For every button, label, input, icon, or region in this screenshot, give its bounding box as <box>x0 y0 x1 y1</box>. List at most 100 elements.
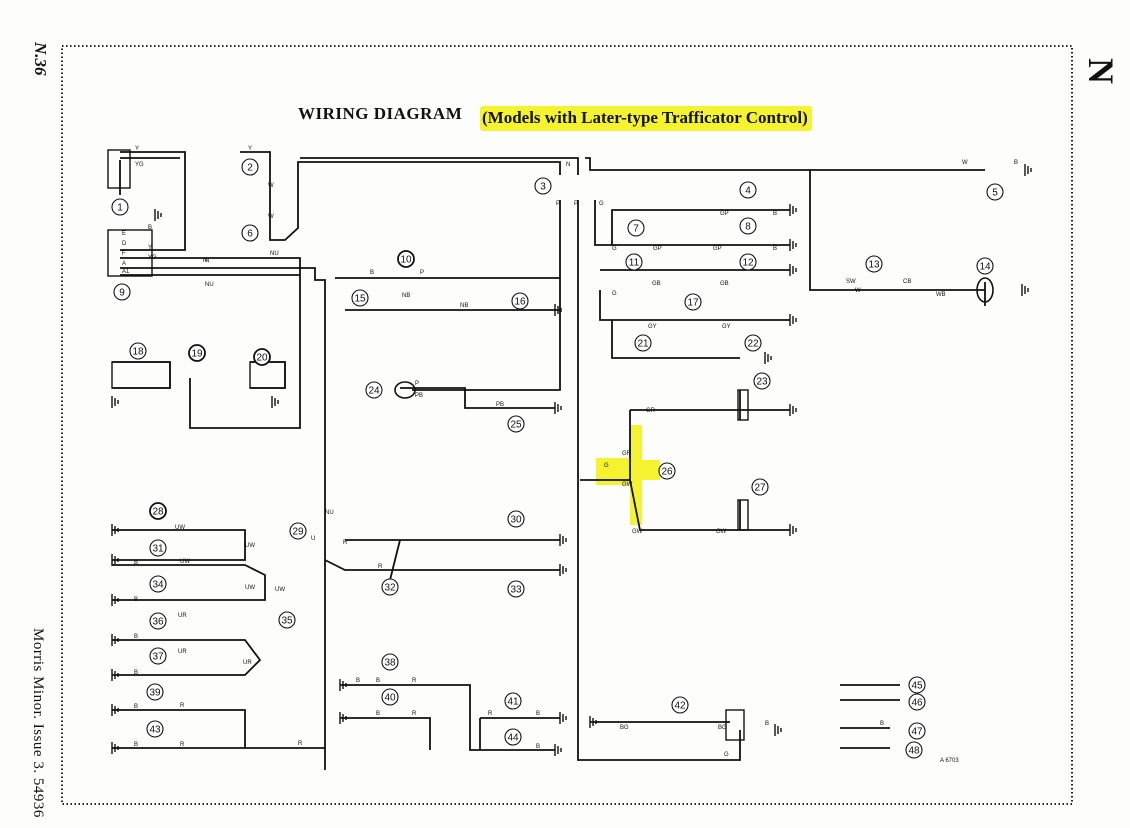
wire-colour-label: B <box>376 678 380 684</box>
wire-colour-label: GW <box>622 482 633 488</box>
wire-colour-label: UW <box>180 559 190 565</box>
wire-colour-label: GP <box>720 211 729 217</box>
trafficator-highlight <box>596 425 660 525</box>
component-3: 3 <box>534 177 552 195</box>
svg-text:27: 27 <box>754 483 766 494</box>
wire-colour-label: B <box>134 742 138 748</box>
wire-harness <box>107 149 1032 770</box>
component-12: 12 <box>739 253 757 271</box>
component-1: 1 <box>111 198 129 216</box>
earth-symbol <box>789 264 797 276</box>
earth-symbol <box>559 564 567 576</box>
svg-text:21: 21 <box>637 339 649 350</box>
component-44: 44 <box>504 728 522 746</box>
svg-text:33: 33 <box>510 585 522 596</box>
earth-symbol <box>154 209 162 221</box>
svg-text:37: 37 <box>152 652 164 663</box>
component-23: 23 <box>753 372 771 390</box>
wire-colour-label: GB <box>720 281 729 287</box>
svg-text:31: 31 <box>152 544 164 555</box>
wire-colour-label: R <box>412 711 417 717</box>
wire-colour-label: G <box>612 246 617 252</box>
diagram-title: WIRING DIAGRAM <box>298 104 463 123</box>
wire-colour-label: NU <box>325 510 334 516</box>
svg-text:2: 2 <box>247 163 253 174</box>
svg-text:11: 11 <box>629 258 640 269</box>
wire-colour-label: UR <box>178 649 187 655</box>
svg-text:13: 13 <box>868 260 880 271</box>
wire-colour-label: GP <box>653 246 662 252</box>
svg-text:34: 34 <box>152 580 164 591</box>
svg-text:1: 1 <box>117 203 123 214</box>
svg-text:43: 43 <box>149 725 161 736</box>
component-10: 10 <box>397 250 415 268</box>
earth-symbol <box>339 679 347 691</box>
wire-colour-label: NB <box>460 303 468 309</box>
svg-text:36: 36 <box>152 617 164 628</box>
earth-symbol <box>554 402 562 414</box>
wire-run <box>250 361 286 389</box>
svg-text:4: 4 <box>745 186 751 197</box>
wire-colour-label: B <box>376 711 380 717</box>
component-46: 46 <box>908 693 926 711</box>
wire-colour-label: B <box>370 270 374 276</box>
wire-colour-label: GR <box>646 408 656 414</box>
wire-run <box>389 539 401 581</box>
component-37: 37 <box>149 647 167 665</box>
component-48: 48 <box>905 741 923 759</box>
earth-symbol <box>111 742 119 754</box>
svg-text:28: 28 <box>152 507 164 518</box>
component-42: 42 <box>671 696 689 714</box>
svg-text:29: 29 <box>292 527 304 538</box>
wire-colour-label: E <box>122 231 126 237</box>
component-22: 22 <box>744 334 762 352</box>
wire-run <box>112 709 246 749</box>
wire-colour-label: G <box>604 463 609 469</box>
wire-colour-label: Y <box>248 146 252 152</box>
wire-run <box>112 564 266 601</box>
earth-symbol <box>764 352 772 364</box>
wire-colour-label: GW <box>716 529 727 535</box>
wire-colour-label: B <box>773 246 777 252</box>
wire-colour-label: UW <box>175 525 185 531</box>
wire-colour-label: UW <box>245 585 255 591</box>
wire-colour-label: R <box>343 540 348 546</box>
earth-symbol <box>789 314 797 326</box>
wire-colour-label: R <box>488 711 493 717</box>
starter-motor-body <box>249 361 286 389</box>
diagram-subtitle: (Models with Later-type Trafficator Cont… <box>480 106 812 131</box>
wire-colour-label: P <box>420 270 424 276</box>
wire-colour-label: B <box>148 225 152 231</box>
component-34: 34 <box>149 575 167 593</box>
component-15: 15 <box>351 289 369 307</box>
wire-colour-label: WB <box>936 292 946 298</box>
wire-colour-label: G <box>599 201 604 207</box>
component-41: 41 <box>504 692 522 710</box>
earth-symbol <box>111 524 119 536</box>
svg-text:45: 45 <box>911 681 923 692</box>
wire-colour-label: YG <box>135 162 144 168</box>
wire-colour-label: R <box>180 742 185 748</box>
wire-colour-label: UW <box>275 587 285 593</box>
trafficator-right-body <box>737 389 749 421</box>
wire-colour-label: N <box>566 162 570 168</box>
wire-colour-label: B <box>356 678 360 684</box>
component-18: 18 <box>129 342 147 360</box>
wire-colour-label: BG <box>718 725 727 731</box>
wire-run <box>599 290 790 321</box>
component-9: 9 <box>113 283 131 301</box>
component-16: 16 <box>511 292 529 310</box>
wire-colour-label: GW <box>632 529 643 535</box>
control-box-body <box>107 229 153 277</box>
svg-text:38: 38 <box>384 658 396 669</box>
wire-colour-label: G <box>724 752 729 758</box>
wire-run <box>580 410 631 481</box>
earth-symbol <box>789 239 797 251</box>
flasher-unit-body <box>725 709 745 741</box>
wire-colour-label: B <box>1014 160 1018 166</box>
wire-colour-label: Y <box>135 146 139 152</box>
component-45: 45 <box>908 676 926 694</box>
svg-text:42: 42 <box>674 701 686 712</box>
component-43: 43 <box>146 720 164 738</box>
earth-symbol <box>1024 164 1032 176</box>
